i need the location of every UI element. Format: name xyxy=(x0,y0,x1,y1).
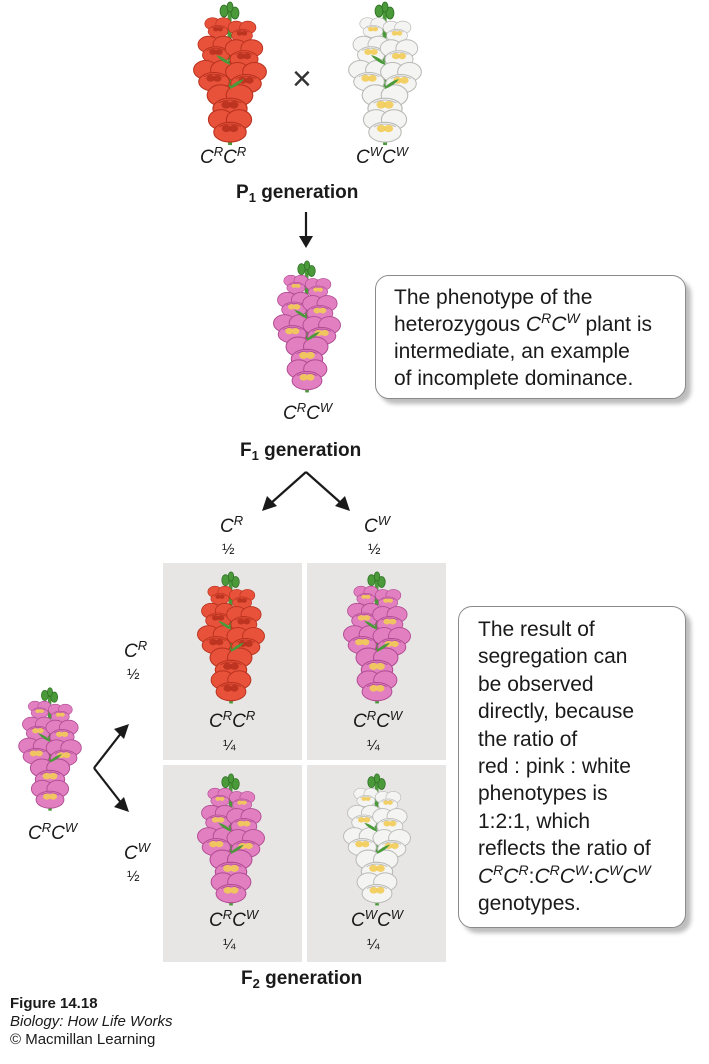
punnett-cell-top-left: CRCR ¼ xyxy=(163,563,302,760)
pink-snapdragon-f1 xyxy=(273,260,341,393)
gamete-left-cw-fraction: ½ xyxy=(127,868,140,885)
arrow-down-icon xyxy=(299,212,313,248)
cell-fraction: ¼ xyxy=(223,737,236,754)
white-snapdragon-cell xyxy=(343,773,411,906)
pink-snapdragon-cell xyxy=(343,571,411,704)
cell-fraction: ¼ xyxy=(367,936,380,953)
gamete-left-cr: CR xyxy=(124,638,148,662)
f1-generation-label: F1 generation xyxy=(240,440,362,463)
genotype-left-parent: CRCW xyxy=(28,820,78,844)
figure-book-title: Biology: How Life Works xyxy=(10,1013,173,1030)
callout-incomplete-dominance: The phenotype of the heterozygous CRCW p… xyxy=(375,275,686,399)
figure-publisher: © Macmillan Learning xyxy=(10,1031,156,1048)
punnett-cell-bottom-right: CWCW ¼ xyxy=(307,765,446,962)
pink-snapdragon-cell xyxy=(197,773,265,906)
gamete-top-cr-fraction: ½ xyxy=(222,541,235,558)
p1-generation-label: P1 generation xyxy=(236,182,359,205)
genotype-parent-red: CRCR xyxy=(200,144,247,168)
punnett-cell-bottom-left: CRCW ¼ xyxy=(163,765,302,962)
gamete-top-cw-fraction: ½ xyxy=(368,541,381,558)
split-arrows-icon xyxy=(262,471,350,511)
gamete-left-cr-fraction: ½ xyxy=(127,666,140,683)
cell-genotype: CRCW xyxy=(209,907,259,931)
cross-symbol: × xyxy=(292,60,312,98)
cell-genotype: CRCW xyxy=(353,708,403,732)
punnett-cell-top-right: CRCW ¼ xyxy=(307,563,446,760)
gamete-top-cw: CW xyxy=(364,513,391,537)
pink-snapdragon-left-parent xyxy=(18,687,82,811)
red-snapdragon-cell xyxy=(197,571,265,704)
figure-number: Figure 14.18 xyxy=(10,995,98,1012)
cell-fraction: ¼ xyxy=(367,737,380,754)
callout-segregation: The result of segregation can be observe… xyxy=(458,606,686,928)
cell-genotype: CRCR xyxy=(209,708,256,732)
white-snapdragon-parent xyxy=(348,1,422,146)
cell-fraction: ¼ xyxy=(223,936,236,953)
red-snapdragon-parent xyxy=(193,1,267,146)
split-arrows-left-icon xyxy=(93,724,129,812)
genotype-parent-white: CWCW xyxy=(356,144,409,168)
gamete-top-cr: CR xyxy=(220,513,244,537)
genotype-f1: CRCW xyxy=(283,400,333,424)
f2-generation-label: F2 generation xyxy=(241,968,363,991)
gamete-left-cw: CW xyxy=(124,840,151,864)
cell-genotype: CWCW xyxy=(351,907,404,931)
